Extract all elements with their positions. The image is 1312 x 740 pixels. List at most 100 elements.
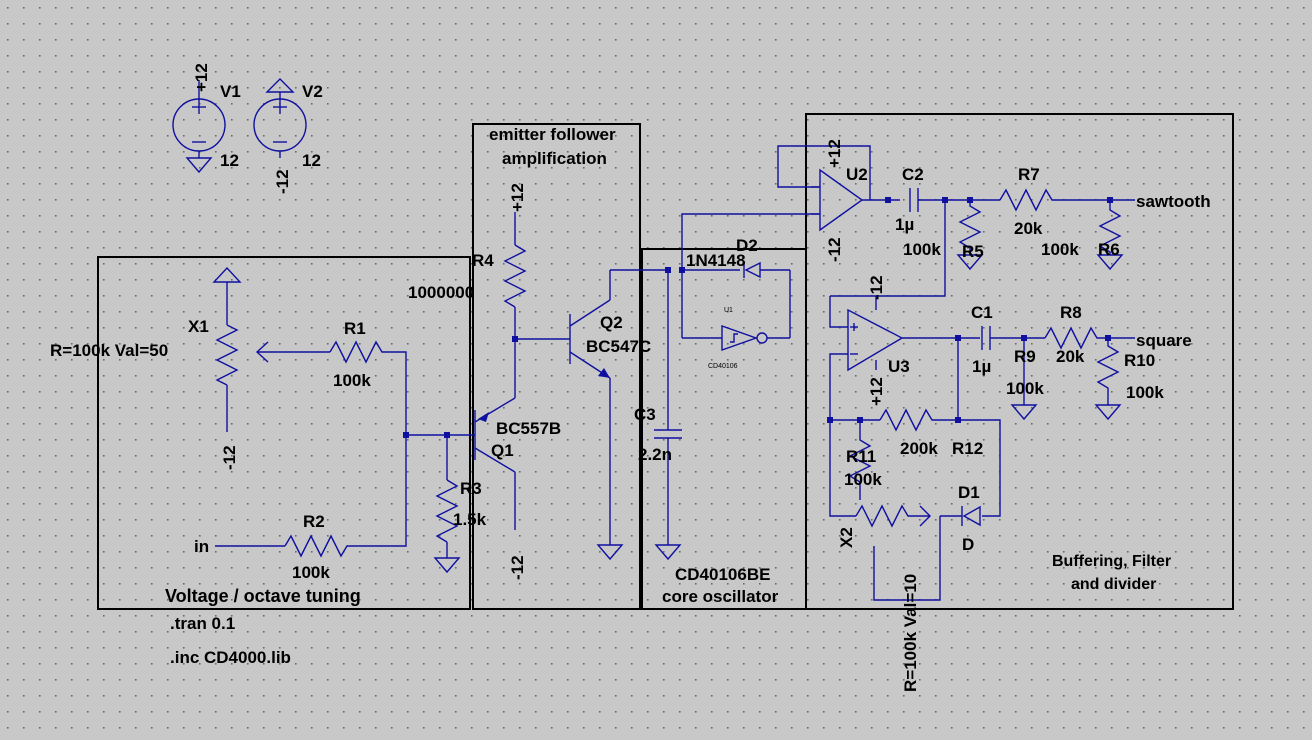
c2-name: C2: [902, 165, 924, 184]
r10-resistor[interactable]: [1094, 338, 1122, 421]
x2-params: R=100k Val=10: [901, 574, 920, 692]
node: [885, 197, 891, 203]
r3-value: 1.5k: [453, 510, 487, 529]
x2-potentiometer[interactable]: [829, 420, 941, 601]
d1-wire: [958, 419, 1001, 517]
osc-title-1: CD40106BE: [675, 565, 770, 584]
r6-value: 100k: [1041, 240, 1079, 259]
r9-value: 100k: [1006, 379, 1044, 398]
v1-top-label: +12: [192, 63, 211, 92]
r4-resistor[interactable]: [503, 212, 527, 340]
u3-pos-supply: +12: [867, 377, 886, 406]
osc-title-2: core oscillator: [662, 587, 779, 606]
d2-diode[interactable]: [681, 261, 791, 338]
r4-value: 1000000: [408, 283, 474, 302]
x1-potentiometer[interactable]: [212, 266, 330, 432]
u3-neg-supply: -12: [867, 275, 886, 300]
r11-resistor[interactable]: [848, 420, 872, 500]
u2-pos-supply: +12: [825, 139, 844, 168]
v2-name: V2: [302, 82, 323, 101]
r2-name: R2: [303, 512, 325, 531]
r6-resistor[interactable]: [1096, 200, 1124, 271]
x2-name: X2: [837, 527, 856, 548]
sawtooth-label: sawtooth: [1136, 192, 1211, 211]
c1-capacitor[interactable]: [981, 326, 1045, 350]
ef-title-1: emitter follower: [489, 125, 616, 144]
r6-name: R6: [1098, 240, 1120, 259]
u2-opamp[interactable]: [777, 145, 900, 232]
r12-value: 200k: [900, 439, 938, 458]
x1-name: X1: [188, 317, 209, 336]
c2-value: 1µ: [895, 215, 914, 234]
r5-resistor[interactable]: [956, 200, 984, 271]
q1-emitter-supply: -12: [508, 555, 527, 580]
node: [403, 432, 409, 438]
node: [665, 267, 671, 273]
c2-capacitor[interactable]: [909, 188, 1000, 212]
r10-value: 100k: [1126, 383, 1164, 402]
r1-name: R1: [344, 319, 366, 338]
q2-transistor[interactable]: [569, 269, 668, 561]
c1-value: 1µ: [972, 357, 991, 376]
in-label: in: [194, 537, 209, 556]
q2-model: BC547C: [586, 337, 651, 356]
q1-name: Q1: [491, 441, 514, 460]
r4-supply: +12: [508, 183, 527, 212]
r8-resistor[interactable]: [1044, 326, 1110, 350]
u2-name: U2: [846, 165, 868, 184]
square-label: square: [1136, 331, 1192, 350]
r4-name: R4: [472, 251, 494, 270]
u3-name: U3: [888, 357, 910, 376]
r5-value: 100k: [903, 240, 941, 259]
buf-title-1: Buffering, Filter: [1052, 553, 1171, 570]
buffer-box: [805, 113, 1234, 610]
v1-value: 12: [220, 151, 239, 170]
c3-name: C3: [634, 405, 656, 424]
u3-feed-wire: [830, 200, 946, 297]
buf-title-2: and divider: [1071, 576, 1156, 593]
r12-name: R12: [952, 439, 983, 458]
v2-source[interactable]: [253, 78, 307, 158]
r12-resistor[interactable]: [830, 338, 959, 432]
q1-transistor[interactable]: [474, 340, 516, 530]
tran-directive[interactable]: .tran 0.1: [170, 614, 235, 633]
u3-opamp[interactable]: [829, 296, 980, 420]
r9-resistor[interactable]: [1010, 338, 1038, 421]
r1-resistor[interactable]: [329, 340, 407, 435]
tuning-title: Voltage / octave tuning: [165, 586, 361, 606]
r2-resistor[interactable]: [215, 435, 407, 558]
r3-resistor[interactable]: [433, 435, 461, 574]
c3-value: 2.2n: [638, 445, 672, 464]
u2-neg-supply: -12: [825, 237, 844, 262]
r2-value: 100k: [292, 563, 330, 582]
r7-resistor[interactable]: [999, 188, 1110, 212]
v1-source[interactable]: [172, 80, 226, 174]
q2-name: Q2: [600, 313, 623, 332]
u1-name: U1: [724, 307, 733, 314]
r8-name: R8: [1060, 303, 1082, 322]
r11-value: 100k: [844, 470, 882, 489]
r3-name: R3: [460, 479, 482, 498]
d2-name: D2: [736, 236, 758, 255]
r10-name: R10: [1124, 351, 1155, 370]
osc-out-wire: [681, 213, 820, 270]
x1-params: R=100k Val=50: [50, 341, 168, 360]
d1-diode[interactable]: [940, 505, 981, 527]
r1-value: 100k: [333, 371, 371, 390]
v2-top-label: -12: [273, 169, 292, 194]
r7-name: R7: [1018, 165, 1040, 184]
r5-name: R5: [962, 242, 984, 261]
tuning-box: [97, 256, 471, 610]
c3-capacitor[interactable]: [654, 270, 682, 561]
inc-directive[interactable]: .inc CD4000.lib: [170, 648, 291, 667]
u1-inverter[interactable]: [682, 325, 790, 351]
c1-name: C1: [971, 303, 993, 322]
r9-name: R9: [1014, 347, 1036, 366]
v2-value: 12: [302, 151, 321, 170]
emitter-follower-box: [472, 123, 641, 610]
d1-model: D: [962, 535, 974, 554]
ef-title-2: amplification: [502, 149, 607, 168]
v1-name: V1: [220, 82, 241, 101]
